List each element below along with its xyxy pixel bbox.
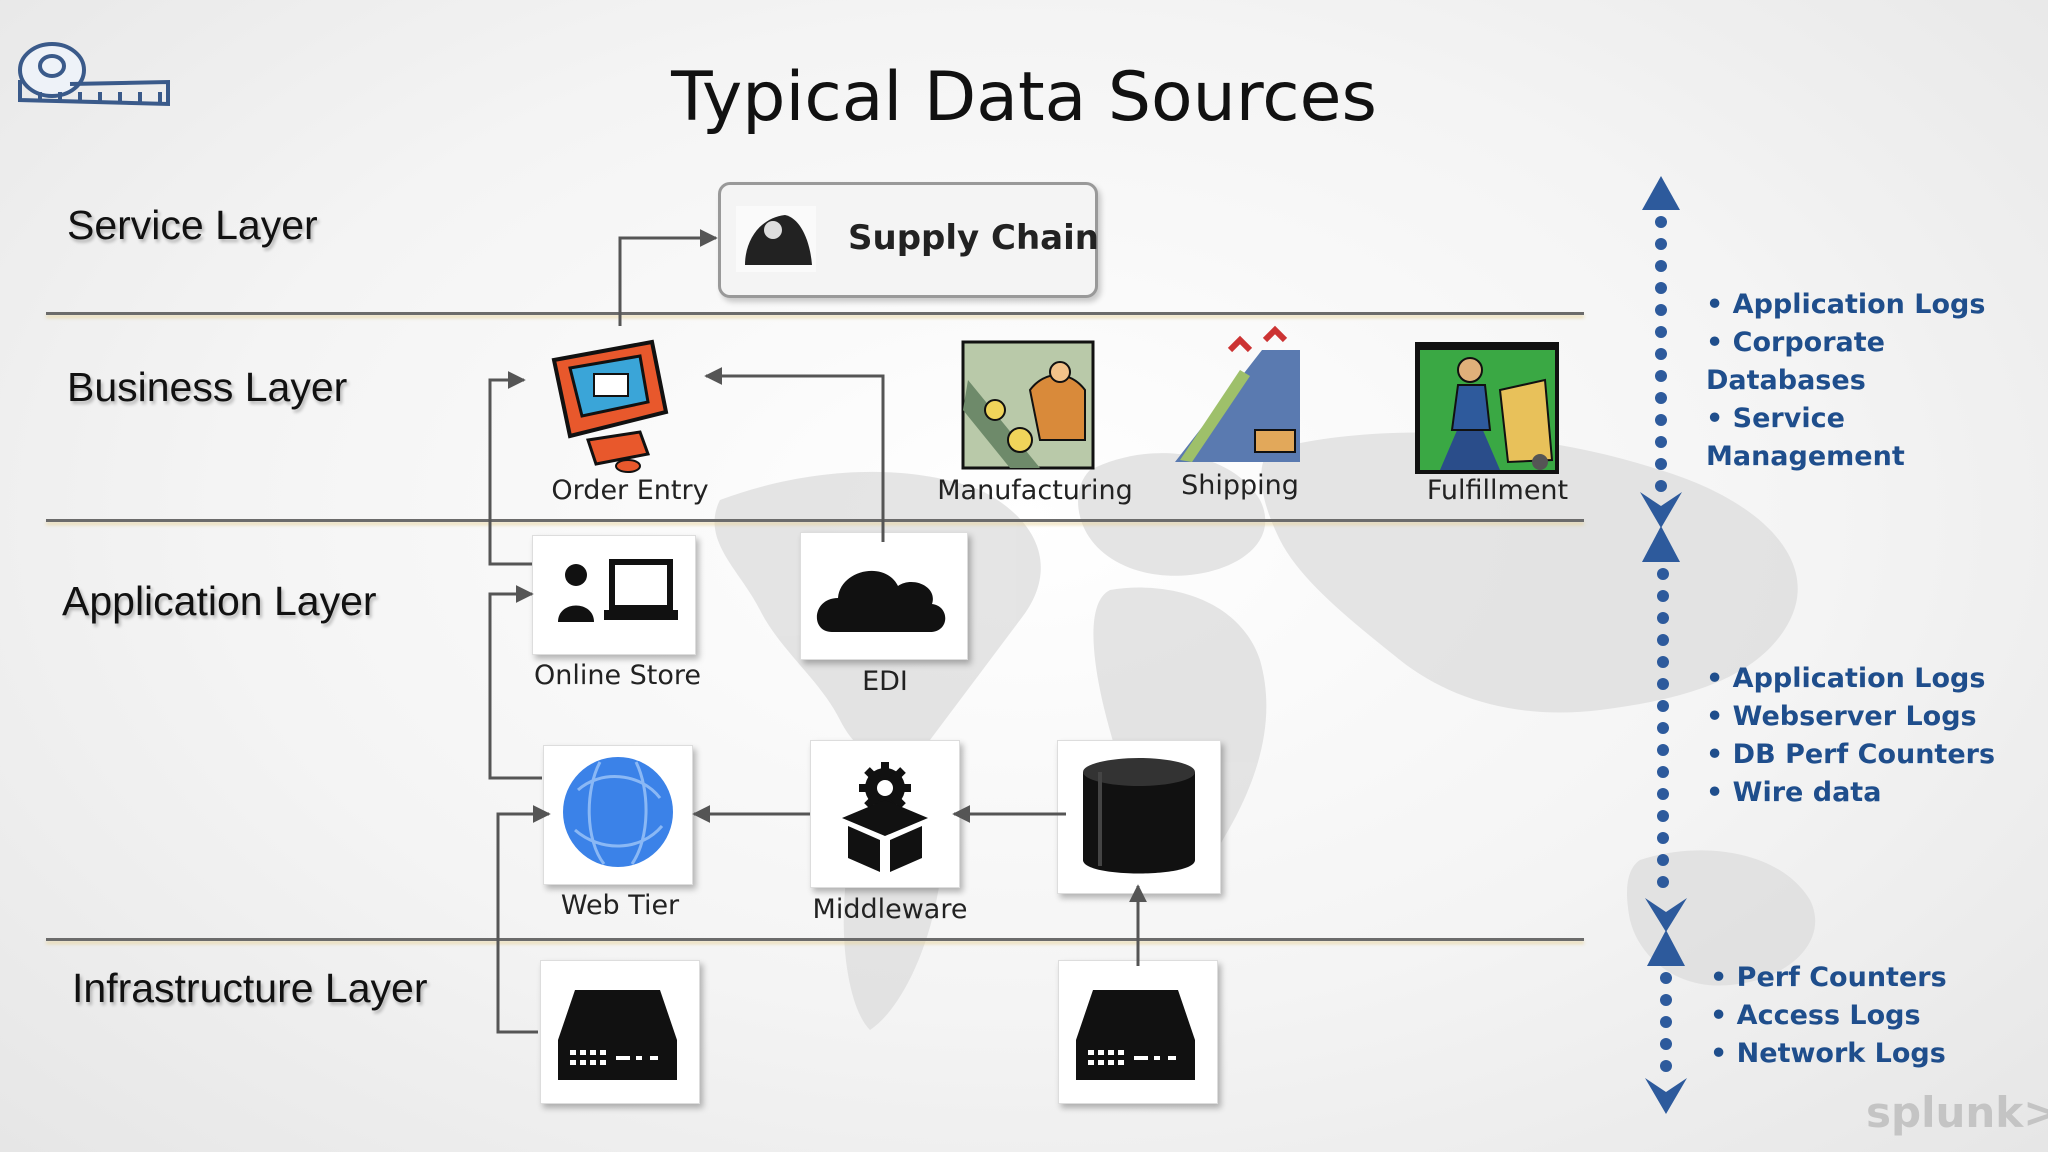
application-sources-list: Application Logs Webserver Logs DB Perf …: [1706, 660, 1995, 812]
list-item: Network Logs: [1710, 1035, 1947, 1073]
infrastructure-layer-label: Infrastructure Layer: [72, 965, 428, 1011]
list-item: Webserver Logs: [1706, 698, 1995, 736]
application-layer-label: Application Layer: [62, 578, 377, 624]
dot: [1660, 972, 1672, 984]
list-item: Access Logs: [1710, 997, 1947, 1035]
dot: [1660, 1038, 1672, 1050]
dot: [1655, 392, 1667, 404]
dot: [1655, 414, 1667, 426]
dot: [1657, 744, 1669, 756]
page-title: Typical Data Sources: [671, 58, 1377, 137]
dot: [1655, 370, 1667, 382]
list-item: Corporate Databases: [1706, 324, 2048, 400]
list-item: DB Perf Counters: [1706, 736, 1995, 774]
dot: [1657, 656, 1669, 668]
web-tier-label: Web Tier: [560, 890, 680, 921]
dot: [1655, 436, 1667, 448]
list-item: Perf Counters: [1710, 959, 1947, 997]
dot: [1657, 634, 1669, 646]
dot: [1655, 304, 1667, 316]
dot: [1660, 994, 1672, 1006]
dot: [1657, 766, 1669, 778]
shipping-label: Shipping: [1181, 470, 1299, 501]
dot: [1657, 722, 1669, 734]
dot: [1655, 282, 1667, 294]
dot: [1657, 854, 1669, 866]
dot: [1660, 1060, 1672, 1072]
dot: [1655, 458, 1667, 470]
dot: [1657, 832, 1669, 844]
dot: [1657, 788, 1669, 800]
list-item: Wire data: [1706, 774, 1995, 812]
layer-divider-service-business: [46, 312, 1584, 315]
business-layer-label: Business Layer: [67, 364, 348, 410]
dot: [1655, 238, 1667, 250]
supply-chain-label: Supply Chain: [848, 218, 1099, 258]
infrastructure-sources-list: Perf Counters Access Logs Network Logs: [1710, 959, 1947, 1073]
online-store-label: Online Store: [533, 660, 702, 691]
dot: [1657, 678, 1669, 690]
dot: [1655, 480, 1667, 492]
splunk-logo: splunk>: [1866, 1088, 2048, 1137]
dot: [1655, 326, 1667, 338]
middleware-label: Middleware: [812, 894, 968, 925]
dot: [1655, 260, 1667, 272]
list-item: Application Logs: [1706, 286, 2048, 324]
dot: [1657, 810, 1669, 822]
dot: [1660, 1016, 1672, 1028]
service-layer-label: Service Layer: [67, 202, 318, 248]
dot: [1657, 590, 1669, 602]
edi-label: EDI: [862, 666, 908, 697]
fulfillment-label: Fulfillment: [1426, 475, 1569, 506]
layer-divider-business-application: [46, 519, 1584, 522]
dot: [1655, 216, 1667, 228]
dot: [1657, 568, 1669, 580]
layer-divider-application-infrastructure: [46, 938, 1584, 941]
dot: [1655, 348, 1667, 360]
order-entry-label: Order Entry: [551, 475, 709, 506]
business-sources-list: Application Logs Corporate Databases Ser…: [1706, 286, 2048, 476]
manufacturing-label: Manufacturing: [937, 475, 1133, 506]
dot: [1657, 700, 1669, 712]
list-item: Service Management: [1706, 400, 2048, 476]
dot: [1657, 612, 1669, 624]
list-item: Application Logs: [1706, 660, 1995, 698]
dot: [1657, 876, 1669, 888]
